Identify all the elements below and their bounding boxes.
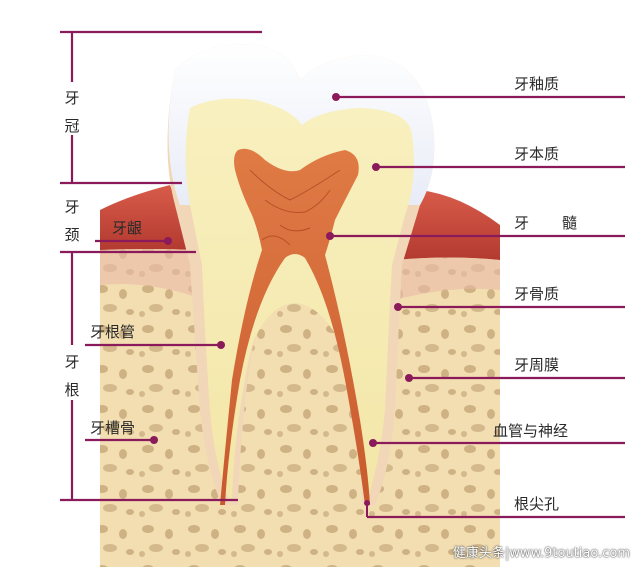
leader-lines-left [85, 239, 221, 442]
leader-lines-right [330, 95, 625, 519]
dentin-shape [185, 98, 414, 498]
label-gum: 牙龈 [112, 219, 143, 237]
label-cementum: 牙骨质 [514, 285, 560, 303]
label-pulp-2: 髓 [562, 214, 578, 232]
pulp-shape [220, 148, 370, 505]
label-crown: 牙冠 [64, 89, 80, 135]
label-vessels-nerves: 血管与神经 [493, 422, 569, 440]
label-pulp-1: 牙 [514, 214, 530, 232]
label-dentin: 牙本质 [514, 145, 560, 163]
label-neck: 牙颈 [64, 198, 80, 244]
section-brackets [60, 30, 262, 502]
label-periodontal-membrane: 牙周膜 [514, 356, 560, 374]
watermark: 健康头条|www.9toutiao.com [452, 546, 630, 561]
label-root: 牙根 [64, 353, 80, 399]
label-enamel: 牙釉质 [514, 75, 560, 93]
leader-dots-left [150, 237, 225, 444]
gum-right [395, 190, 500, 260]
gum-left [100, 185, 195, 250]
label-alveolar-bone: 牙槽骨 [90, 419, 136, 437]
label-root-canal: 牙根管 [90, 323, 136, 341]
label-apical-foramen: 根尖孔 [514, 495, 560, 513]
leader-dots-right [326, 93, 413, 506]
